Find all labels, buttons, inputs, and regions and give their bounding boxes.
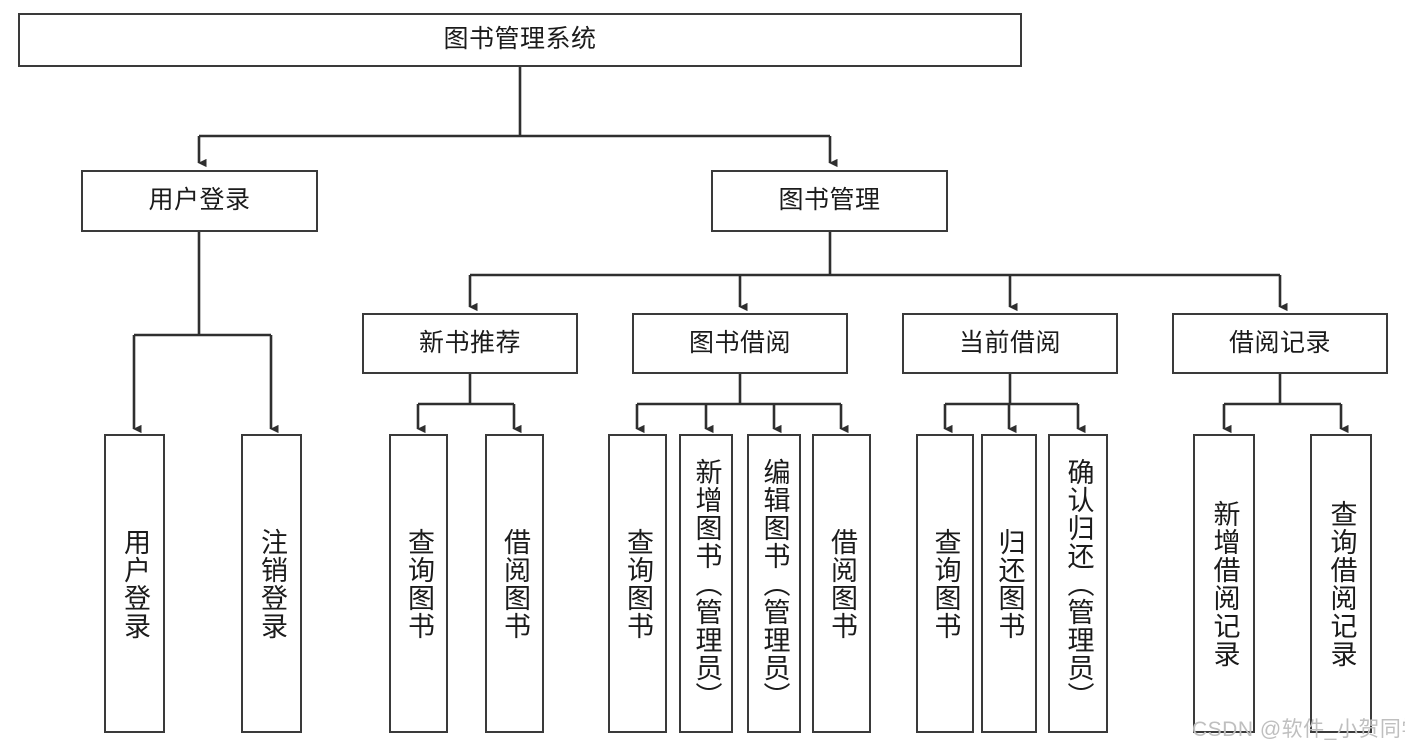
leaf-borrow-borrow-books[interactable]: 借阅图书 — [812, 434, 871, 733]
node-label: 编辑图书（管理员） — [759, 457, 790, 710]
node-label: 图书管理 — [778, 186, 881, 215]
leaf-user-login-logout[interactable]: 注销登录 — [241, 434, 302, 733]
leaf-current-query-books[interactable]: 查询图书 — [916, 434, 974, 733]
node-new-book-recommendation[interactable]: 新书推荐 — [362, 313, 578, 374]
node-label: 查询借阅记录 — [1326, 499, 1357, 668]
node-current-borrowing[interactable]: 当前借阅 — [902, 313, 1118, 374]
leaf-borrow-add-book-admin[interactable]: 新增图书（管理员） — [679, 434, 733, 733]
leaf-borrow-query-books[interactable]: 查询图书 — [608, 434, 667, 733]
node-label: 查询图书 — [623, 527, 653, 640]
leaf-user-login-login[interactable]: 用户登录 — [104, 434, 165, 733]
leaf-current-confirm-return-admin[interactable]: 确认归还（管理员） — [1048, 434, 1108, 733]
node-label: 图书借阅 — [688, 328, 791, 357]
node-book-borrowing[interactable]: 图书借阅 — [632, 313, 848, 374]
leaf-new-book-query-books[interactable]: 查询图书 — [389, 434, 448, 733]
node-borrowing-record[interactable]: 借阅记录 — [1172, 313, 1388, 374]
node-label: 新增图书（管理员） — [691, 457, 722, 710]
node-label: 新增借阅记录 — [1209, 499, 1240, 668]
leaf-new-book-borrow-books[interactable]: 借阅图书 — [485, 434, 544, 733]
node-book-management-system[interactable]: 图书管理系统 — [18, 13, 1022, 67]
node-label: 确认归还（管理员） — [1063, 457, 1094, 710]
node-label: 借阅记录 — [1228, 328, 1331, 357]
node-user-login[interactable]: 用户登录 — [81, 170, 318, 232]
leaf-record-query-borrow-record[interactable]: 查询借阅记录 — [1310, 434, 1372, 733]
node-label: 借阅图书 — [827, 527, 857, 640]
node-label: 新书推荐 — [418, 328, 521, 357]
node-label: 归还图书 — [994, 527, 1025, 640]
leaf-borrow-edit-book-admin[interactable]: 编辑图书（管理员） — [747, 434, 801, 733]
node-label: 用户登录 — [120, 527, 150, 640]
leaf-record-add-borrow-record[interactable]: 新增借阅记录 — [1193, 434, 1255, 733]
node-label: 借阅图书 — [500, 527, 530, 640]
node-label: 注销登录 — [257, 527, 287, 640]
leaf-current-return-books[interactable]: 归还图书 — [981, 434, 1037, 733]
node-label: 当前借阅 — [958, 328, 1061, 357]
node-book-management[interactable]: 图书管理 — [711, 170, 948, 232]
node-label: 图书管理系统 — [443, 25, 597, 54]
node-label: 用户登录 — [148, 186, 251, 215]
node-label: 查询图书 — [404, 527, 434, 640]
node-label: 查询图书 — [930, 527, 961, 640]
